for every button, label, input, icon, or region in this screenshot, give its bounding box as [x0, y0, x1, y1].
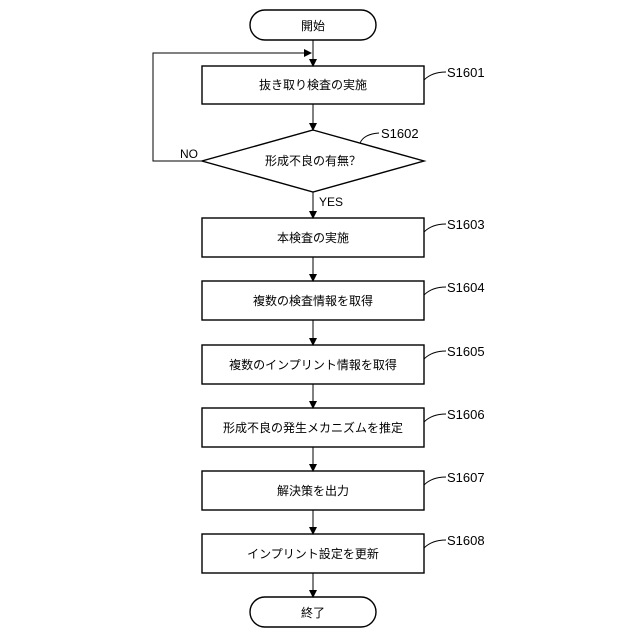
step-id-s1608: S1608 [447, 533, 485, 548]
step-id-s1607: S1607 [447, 470, 485, 485]
process-s1606-label: 形成不良の発生メカニズムを推定 [223, 420, 403, 435]
step-id-s1603: S1603 [447, 217, 485, 232]
end-terminal: 終了 [250, 597, 376, 627]
process-s1603-label: 本検査の実施 [277, 230, 349, 245]
start-label: 開始 [301, 19, 325, 33]
process-s1601: 抜き取り検査の実施 [202, 66, 424, 104]
process-s1607: 解決策を出力 [202, 471, 424, 510]
start-terminal: 開始 [250, 10, 376, 40]
process-s1601-label: 抜き取り検査の実施 [259, 77, 367, 92]
step-id-s1604: S1604 [447, 280, 485, 295]
leader-s1606 [424, 414, 446, 422]
decision-s1602-label: 形成不良の有無？ [265, 153, 361, 168]
step-id-s1602: S1602 [381, 126, 419, 141]
process-s1607-label: 解決策を出力 [277, 484, 349, 498]
process-s1604-label: 複数の検査情報を取得 [253, 293, 373, 308]
leader-s1608 [424, 540, 446, 548]
end-label: 終了 [301, 605, 325, 620]
branch-no-label: NO [180, 147, 198, 161]
leader-s1607 [424, 477, 446, 485]
process-s1604: 複数の検査情報を取得 [202, 281, 424, 320]
leader-s1604 [424, 287, 446, 295]
branch-yes-label: YES [319, 195, 343, 209]
process-s1605: 複数のインプリント情報を取得 [202, 345, 424, 384]
process-s1605-label: 複数のインプリント情報を取得 [229, 357, 397, 372]
step-id-s1601: S1601 [447, 65, 485, 80]
leader-s1603 [424, 224, 446, 232]
process-s1608: インプリント設定を更新 [202, 534, 424, 573]
leader-s1602 [360, 133, 379, 143]
step-id-s1605: S1605 [447, 344, 485, 359]
process-s1608-label: インプリント設定を更新 [247, 546, 379, 561]
leader-s1601 [424, 72, 446, 80]
step-id-s1606: S1606 [447, 407, 485, 422]
process-s1603: 本検査の実施 [202, 218, 424, 257]
process-s1606: 形成不良の発生メカニズムを推定 [202, 408, 424, 447]
leader-s1605 [424, 351, 446, 359]
